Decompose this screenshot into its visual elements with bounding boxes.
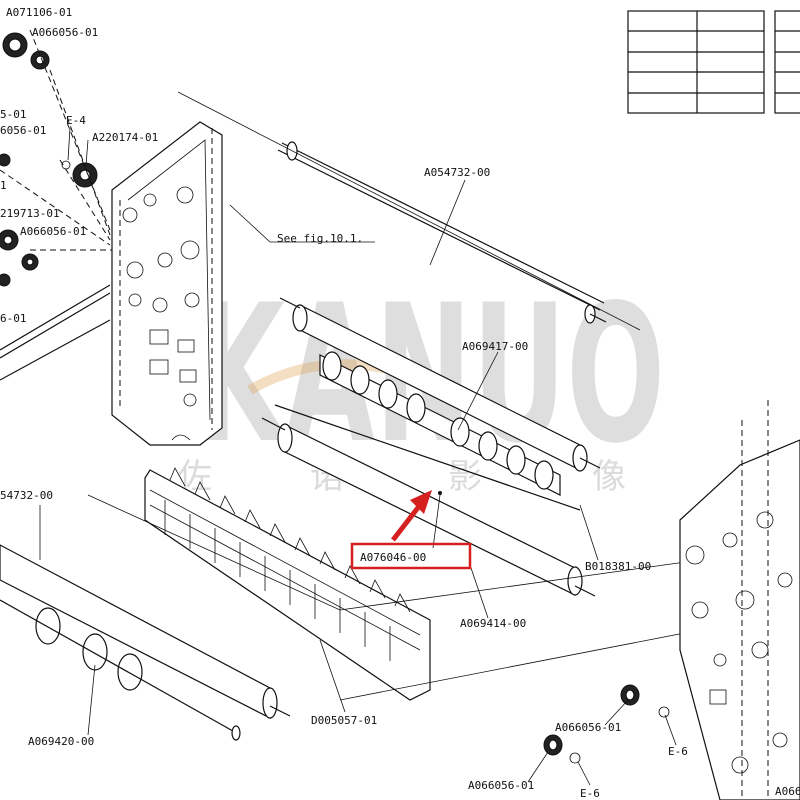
label-a066056-bottom1: A066056-01 (555, 721, 621, 734)
label-a069414: A069414-00 (460, 617, 526, 630)
gear-a066056-bottom2 (543, 734, 563, 756)
label-a220174: A220174-01 (92, 131, 158, 144)
label-a076046: A076046-00 (360, 551, 426, 564)
e-ring-e6-2 (569, 752, 581, 764)
feed-guide-d005057 (144, 467, 431, 701)
watermark-cn-4: 像 (592, 457, 626, 497)
gear-a066056-left (21, 253, 39, 271)
label-a069420: A069420-00 (28, 735, 94, 748)
label-a069417: A069417-00 (462, 340, 528, 353)
label-a066: A066 (775, 785, 800, 798)
gear-219713 (0, 229, 19, 251)
gear-a220174 (72, 162, 98, 188)
e-ring-e6-1 (658, 706, 670, 718)
header-table (627, 10, 800, 114)
label-a071106: A071106-01 (6, 6, 72, 19)
label-d005057: D005057-01 (311, 714, 377, 727)
roller-a069420 (0, 544, 291, 719)
leader-lines (39, 127, 677, 786)
label-6-01: 6-01 (0, 312, 27, 325)
roller-a069417-lower (319, 351, 561, 496)
label-6056-01: 6056-01 (0, 124, 46, 137)
label-219713-01: 219713-01 (0, 207, 60, 220)
watermark-cn-3: 影 (448, 457, 482, 497)
right-frame-plate (679, 400, 800, 800)
shaft-a054732-top (277, 141, 607, 324)
left-frame-plate (111, 121, 223, 446)
label-e4: E-4 (66, 114, 86, 127)
roller-a069417 (279, 297, 601, 472)
label-a066056-left: A066056-01 (20, 225, 86, 238)
label-1: 1 (0, 179, 7, 192)
highlight-box (350, 542, 472, 570)
label-a066056-top: A066056-01 (32, 26, 98, 39)
label-e6-1: E-6 (668, 745, 688, 758)
gear-a066056-top (30, 50, 50, 70)
label-b018381: B018381-00 (585, 560, 651, 573)
highlight-annotation (350, 490, 472, 570)
label-a066056-bottom2: A066056-01 (468, 779, 534, 792)
label-a054732-top: A054732-00 (424, 166, 490, 179)
highlight-arrow-shaft (391, 503, 422, 542)
highlight-arrow-head (410, 490, 432, 514)
label-see-fig: See fig.10.1. (277, 232, 363, 245)
label-e6-2: E-6 (580, 787, 600, 800)
gear-a071106 (2, 32, 28, 58)
gear-a066056-bottom1 (620, 684, 640, 706)
label-54732-00: 54732-00 (0, 489, 53, 502)
part-labels: A071106-01 A066056-01 5-01 6056-01 E-4 A… (0, 6, 800, 800)
label-5-01: 5-01 (0, 108, 27, 121)
roller-a069414 (261, 417, 596, 597)
